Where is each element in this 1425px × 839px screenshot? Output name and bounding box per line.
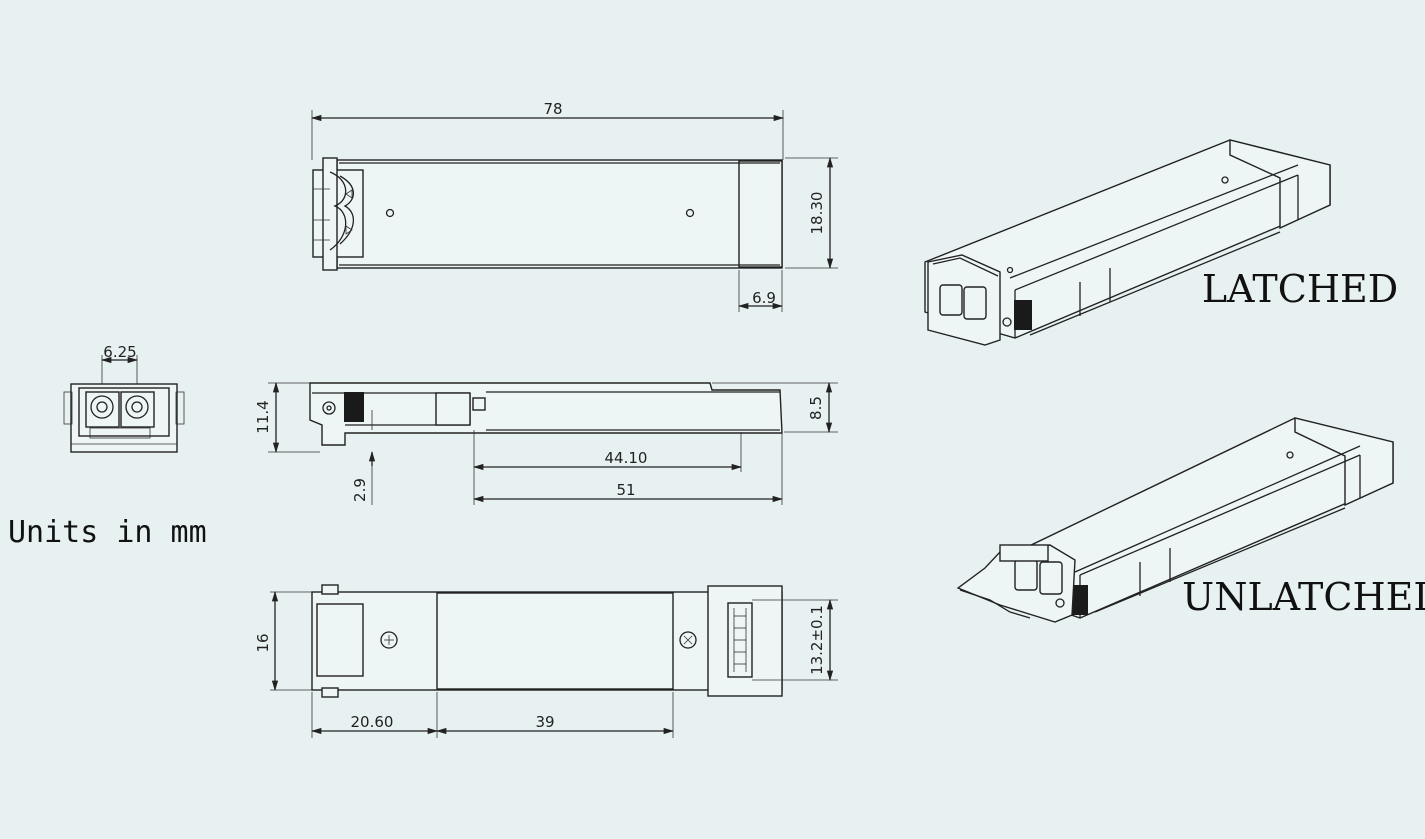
side-view: 11.4 8.5 2.9 44.10 51	[254, 381, 838, 505]
dim-bottom-width: 16	[254, 633, 272, 652]
unlatched-label: UNLATCHED	[1182, 575, 1425, 619]
front-view: 6.25	[63, 343, 185, 453]
dim-39: 39	[535, 713, 554, 731]
dim-side-offset: 2.9	[351, 478, 369, 502]
latched-label: LATCHED	[1202, 267, 1398, 311]
units-label: Units in mm	[8, 515, 207, 550]
unlatched-module	[956, 417, 1394, 623]
dim-connector: 13.2±0.1	[808, 605, 826, 675]
dim-20: 20.60	[351, 713, 394, 731]
top-view: 78 18.30 6.9	[310, 100, 838, 312]
dim-bail-width: 6.9	[752, 289, 776, 307]
dim-height: 18.30	[808, 192, 826, 235]
dim-side-height: 11.4	[254, 400, 272, 433]
dim-side-body: 8.5	[807, 396, 825, 420]
bottom-view: 16 13.2±0.1 20.60 39	[254, 584, 838, 738]
dim-length: 78	[543, 100, 562, 118]
dim-51: 51	[616, 481, 635, 499]
dim-44: 44.10	[605, 449, 648, 467]
latched-module	[924, 139, 1331, 346]
dim-pitch: 6.25	[103, 343, 136, 361]
